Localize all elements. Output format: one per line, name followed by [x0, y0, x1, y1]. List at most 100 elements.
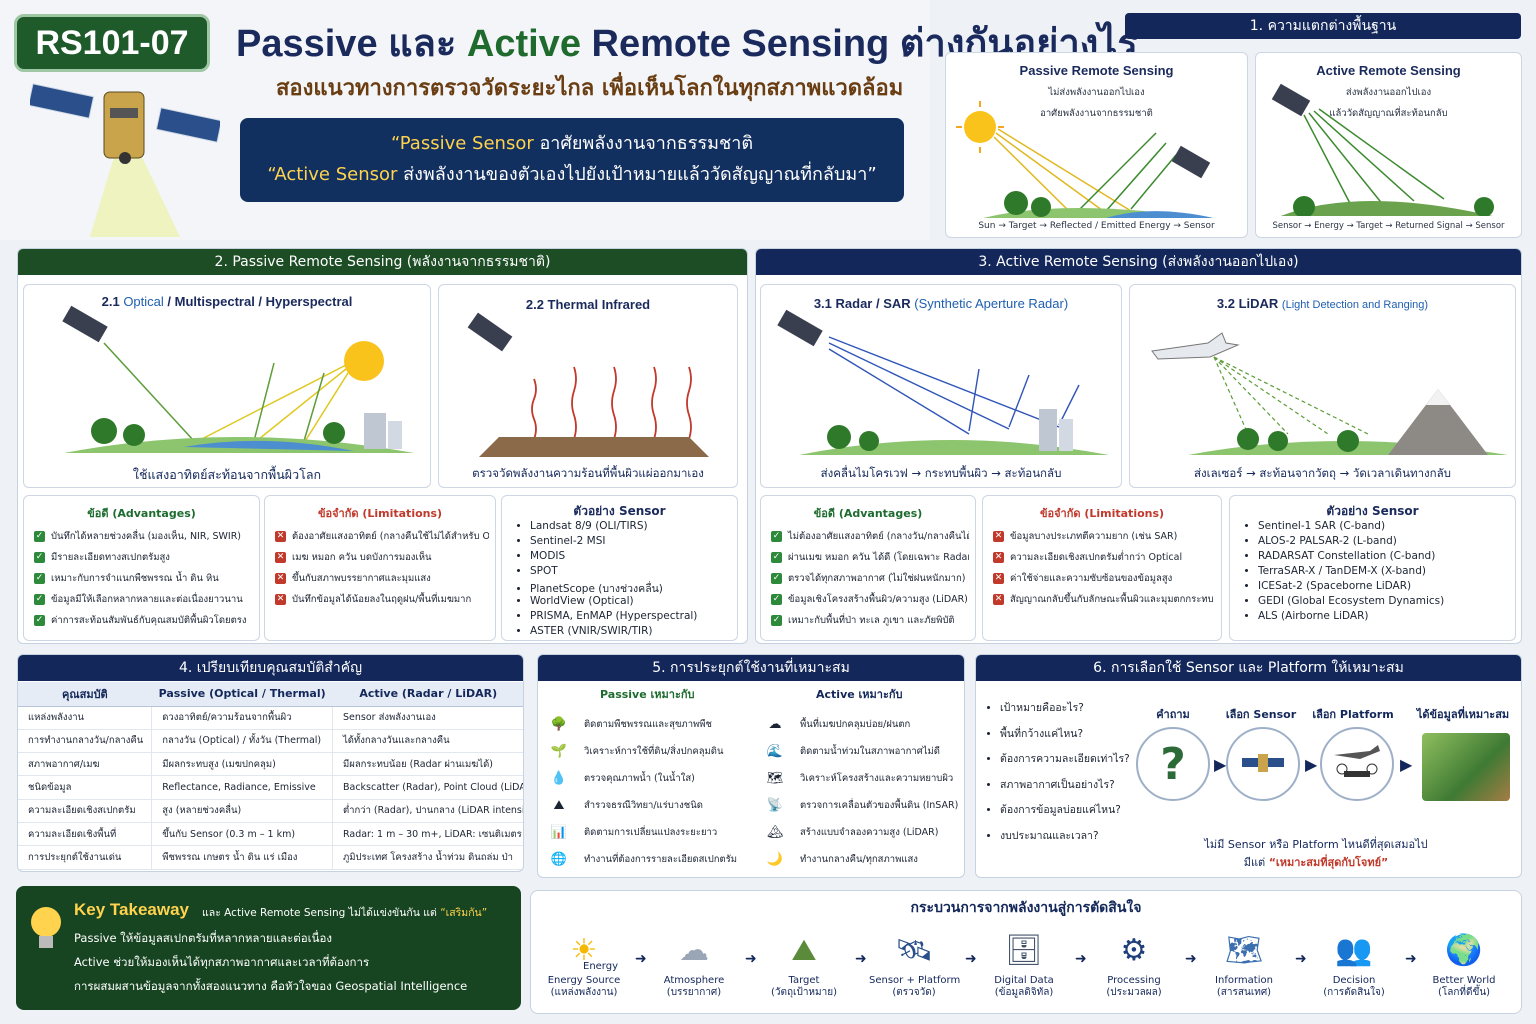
- question-item: สภาพอากาศเป็นอย่างไร?: [1000, 776, 1130, 802]
- process-arrow-icon: ➜: [965, 951, 977, 967]
- sensor-example-item: ALOS-2 PALSAR-2 (L-band): [1258, 535, 1444, 550]
- cross-icon: ✕: [275, 573, 286, 584]
- people-icon: 👥: [1335, 933, 1373, 968]
- sensor-example-item: RADARSAT Constellation (C-band): [1258, 550, 1444, 565]
- process-step: 🛰Sensor + Platform(ตรวจวัด): [869, 927, 960, 999]
- mountain-icon: 🏔: [766, 825, 784, 840]
- cross-icon: ✕: [993, 531, 1004, 542]
- item-text: มีรายละเอียดทางสเปกตรัมสูง: [51, 552, 170, 563]
- advantage-item: ✓เหมาะกับการจำแนกพืชพรรณ น้ำ ดิน หิน: [34, 568, 253, 589]
- key-takeaway-line3: การผสมผสานข้อมูลจากทั้งสองแนวทาง คือหัวใ…: [74, 979, 468, 993]
- sensor-example-item: Sentinel-1 SAR (C-band): [1258, 520, 1444, 535]
- table-header-cell: Passive (Optical / Thermal): [151, 682, 333, 707]
- choose-note-line2: มีแต่ “เหมาะสมที่สุดกับโจทย์”: [1243, 856, 1389, 869]
- table-cell: แหล่งพลังงาน: [18, 706, 152, 730]
- passive-advantages-list: ✓ บันทึกได้หลายช่วงคลื่น (มองเห็น, NIR, S…: [34, 526, 253, 631]
- process-step-sublabel: (การตัดสินใจ): [1323, 987, 1385, 998]
- basics-passive-title: Passive Remote Sensing: [1019, 63, 1174, 78]
- process-step-label: Information: [1215, 975, 1273, 986]
- process-step-sublabel: (ตรวจวัด): [892, 987, 936, 998]
- active-basics-illustration: [1271, 83, 1494, 216]
- moon-icon: 🌙: [766, 852, 784, 867]
- passive-limitations-card: ข้อจำกัด (Limitations) ✕ต้องอาศัยแสงอาทิ…: [264, 495, 496, 641]
- process-step-label: Atmosphere: [663, 975, 725, 986]
- check-icon: ✓: [771, 552, 782, 563]
- globe-icon: 🌍: [1445, 933, 1483, 968]
- item-text: เหมาะกับพื้นที่ป่า ทะเล ภูเขา และภัยพิบั…: [788, 615, 955, 626]
- passive-basics-illustration: [956, 101, 1214, 218]
- process-panel: กระบวนการจากพลังงานสู่การตัดสินใจ ☀Energ…: [530, 890, 1522, 1014]
- process-step: ☁Atmosphere(บรรยากาศ): [649, 927, 739, 999]
- process-step: ☀Energy Source(แหล่งพลังงาน): [539, 927, 629, 999]
- item-text: ขึ้นกับสภาพบรรยากาศและมุมแสง: [292, 573, 431, 584]
- key-takeaway-line2: Active ช่วยให้มองเห็นได้ทุกสภาพอากาศและเ…: [74, 955, 370, 969]
- application-item: 🌐 ทำงานที่ต้องการรายละเอียดสเปกตรัม: [548, 846, 737, 873]
- table-cell: ความละเอียดเชิงสเปกตรัม: [18, 799, 152, 823]
- active-radar-caption: ส่งคลื่นไมโครเวฟ → กระทบพื้นผิว → สะท้อน…: [820, 466, 1062, 480]
- process-arrow-icon: ➜: [745, 951, 757, 967]
- application-item: 🌳ติดตามพืชพรรณและสุขภาพพืช: [548, 711, 737, 738]
- application-text: วิเคราะห์โครงสร้างและความหยาบผิว: [800, 773, 954, 784]
- sprout-icon: 🌱: [550, 744, 568, 759]
- cloud-icon: ☁: [679, 933, 709, 968]
- passive-thermal-caption: ตรวจวัดพลังงานความร้อนที่พื้นผิวแผ่ออกมา…: [472, 466, 704, 480]
- section-passive-header: 2. Passive Remote Sensing (พลังงานจากธรร…: [18, 249, 747, 275]
- table-cell: ขึ้นกับ Sensor (0.3 m – 1 km): [151, 822, 333, 847]
- question-item: เป้าหมายคืออะไร?: [1000, 699, 1130, 725]
- database-icon: 🗄: [1004, 933, 1044, 968]
- sun-icon: ☀: [570, 933, 598, 968]
- globe-icon: 🌐: [550, 852, 568, 867]
- application-text: ติดตามพืชพรรณและสุขภาพพืช: [584, 719, 713, 730]
- passive-examples-card: ตัวอย่าง Sensor Landsat 8/9 (OLI/TIRS)Se…: [501, 495, 738, 641]
- cross-icon: ✕: [993, 573, 1004, 584]
- table-cell: การประยุกต์ใช้งานเด่น: [18, 845, 152, 870]
- passive-thermal-card: 2.2 Thermal Infrared ตรวจวัดพลังงานความร…: [438, 284, 738, 488]
- application-text: พื้นที่เมฆปกคลุมบ่อย/ฝนตก: [800, 719, 911, 730]
- process-step: 🗄Digital Data(ข้อมูลดิจิทัล): [979, 927, 1069, 999]
- active-apps-column: Active เหมาะกับ ☁พื้นที่เมฆปกคลุมบ่อย/ฝน…: [764, 685, 959, 873]
- check-icon: ✓: [771, 594, 782, 605]
- cross-icon: ✕: [993, 552, 1004, 563]
- optical-illustration: [62, 305, 414, 453]
- sensor-example-item: MODIS: [530, 550, 697, 565]
- flow-label-result: ได้ข้อมูลที่เหมาะสม: [1416, 708, 1510, 721]
- check-icon: ✓: [34, 552, 45, 563]
- item-text: ตรวจได้ทุกสภาพอากาศ (ไม่ใช่ฝนหนักมาก): [788, 573, 966, 584]
- active-lidar-caption: ส่งเลเซอร์ → สะท้อนจากวัตถุ → วัดเวลาเดิ…: [1194, 466, 1451, 480]
- advantage-item: ✓ตรวจได้ทุกสภาพอากาศ (ไม่ใช่ฝนหนักมาก): [771, 568, 969, 589]
- item-text: ข้อมูลเชิงโครงสร้างพื้นผิว/ความสูง (LiDA…: [788, 594, 968, 605]
- water-drop-icon: 💧: [550, 771, 568, 786]
- section-compare-header: 4. เปรียบเทียบคุณสมบัติสำคัญ: [18, 655, 523, 681]
- sensor-example-item: ALS (Airborne LiDAR): [1258, 610, 1444, 625]
- mountain-icon: ⛰: [791, 933, 817, 968]
- table-cell: การทำงานกลางวัน/กลางคืน: [18, 729, 152, 754]
- question-list: เป้าหมายคืออะไร?พื้นที่กว้างแค่ไหน?ต้องก…: [986, 699, 1130, 852]
- cross-icon: ✕: [275, 594, 286, 605]
- process-step-sublabel: (วัตถุเป้าหมาย): [770, 987, 837, 998]
- application-item: ⛰สำรวจธรณีวิทยา/แร่บางชนิด: [548, 792, 737, 819]
- application-text: วิเคราะห์การใช้ที่ดิน/สิ่งปกคลุมดิน: [584, 746, 724, 757]
- active-advantages-label: ข้อดี (Advantages): [813, 507, 923, 520]
- application-text: ติดตามการเปลี่ยนแปลงระยะยาว: [584, 827, 718, 838]
- process-step: 🗺Information(สารสนเทศ): [1199, 927, 1289, 999]
- active-lidar-card: 3.2 LiDAR (Light Detection and Ranging) …: [1129, 284, 1516, 488]
- comparison-table: คุณสมบัติPassive (Optical / Thermal)Acti…: [18, 682, 523, 870]
- advantage-item: ✓ไม่ต้องอาศัยแสงอาทิตย์ (กลางวัน/กลางคืน…: [771, 526, 969, 547]
- table-cell: Reflectance, Radiance, Emissive: [151, 775, 333, 800]
- item-text: เมฆ หมอก ควัน บดบังการมองเห็น: [292, 552, 432, 563]
- mineral-icon: ⛰: [553, 798, 565, 813]
- cross-icon: ✕: [275, 531, 286, 542]
- table-row: การทำงานกลางวัน/กลางคืนกลางวัน (Optical)…: [18, 729, 523, 754]
- passive-optical-card: 2.1 Optical / Multispectral / Hyperspect…: [23, 284, 431, 488]
- process-step-label: Digital Data: [994, 975, 1054, 986]
- passive-optical-title: 2.1 Optical / Multispectral / Hyperspect…: [101, 294, 353, 309]
- application-text: ทำงานที่ต้องการรายละเอียดสเปกตรัม: [584, 854, 738, 865]
- passive-examples-list: Landsat 8/9 (OLI/TIRS)Sentinel-2 MSIMODI…: [530, 520, 697, 640]
- page-subtitle: สองแนวทางการตรวจวัดระยะไกล เพื่อเห็นโลกใ…: [276, 76, 904, 101]
- section-basics-header: 1. ความแตกต่างพื้นฐาน: [1125, 13, 1521, 39]
- item-text: บันทึกได้หลายช่วงคลื่น (มองเห็น, NIR, SW…: [51, 531, 242, 542]
- sensor-example-item: ICESat-2 (Spaceborne LiDAR): [1258, 580, 1444, 595]
- passive-apps-column: Passive เหมาะกับ 🌳ติดตามพืชพรรณและสุขภาพ…: [548, 685, 737, 873]
- passive-advantages-card: ข้อดี (Advantages) ✓บันทึกได้หลายช่วงคลื…: [23, 495, 260, 641]
